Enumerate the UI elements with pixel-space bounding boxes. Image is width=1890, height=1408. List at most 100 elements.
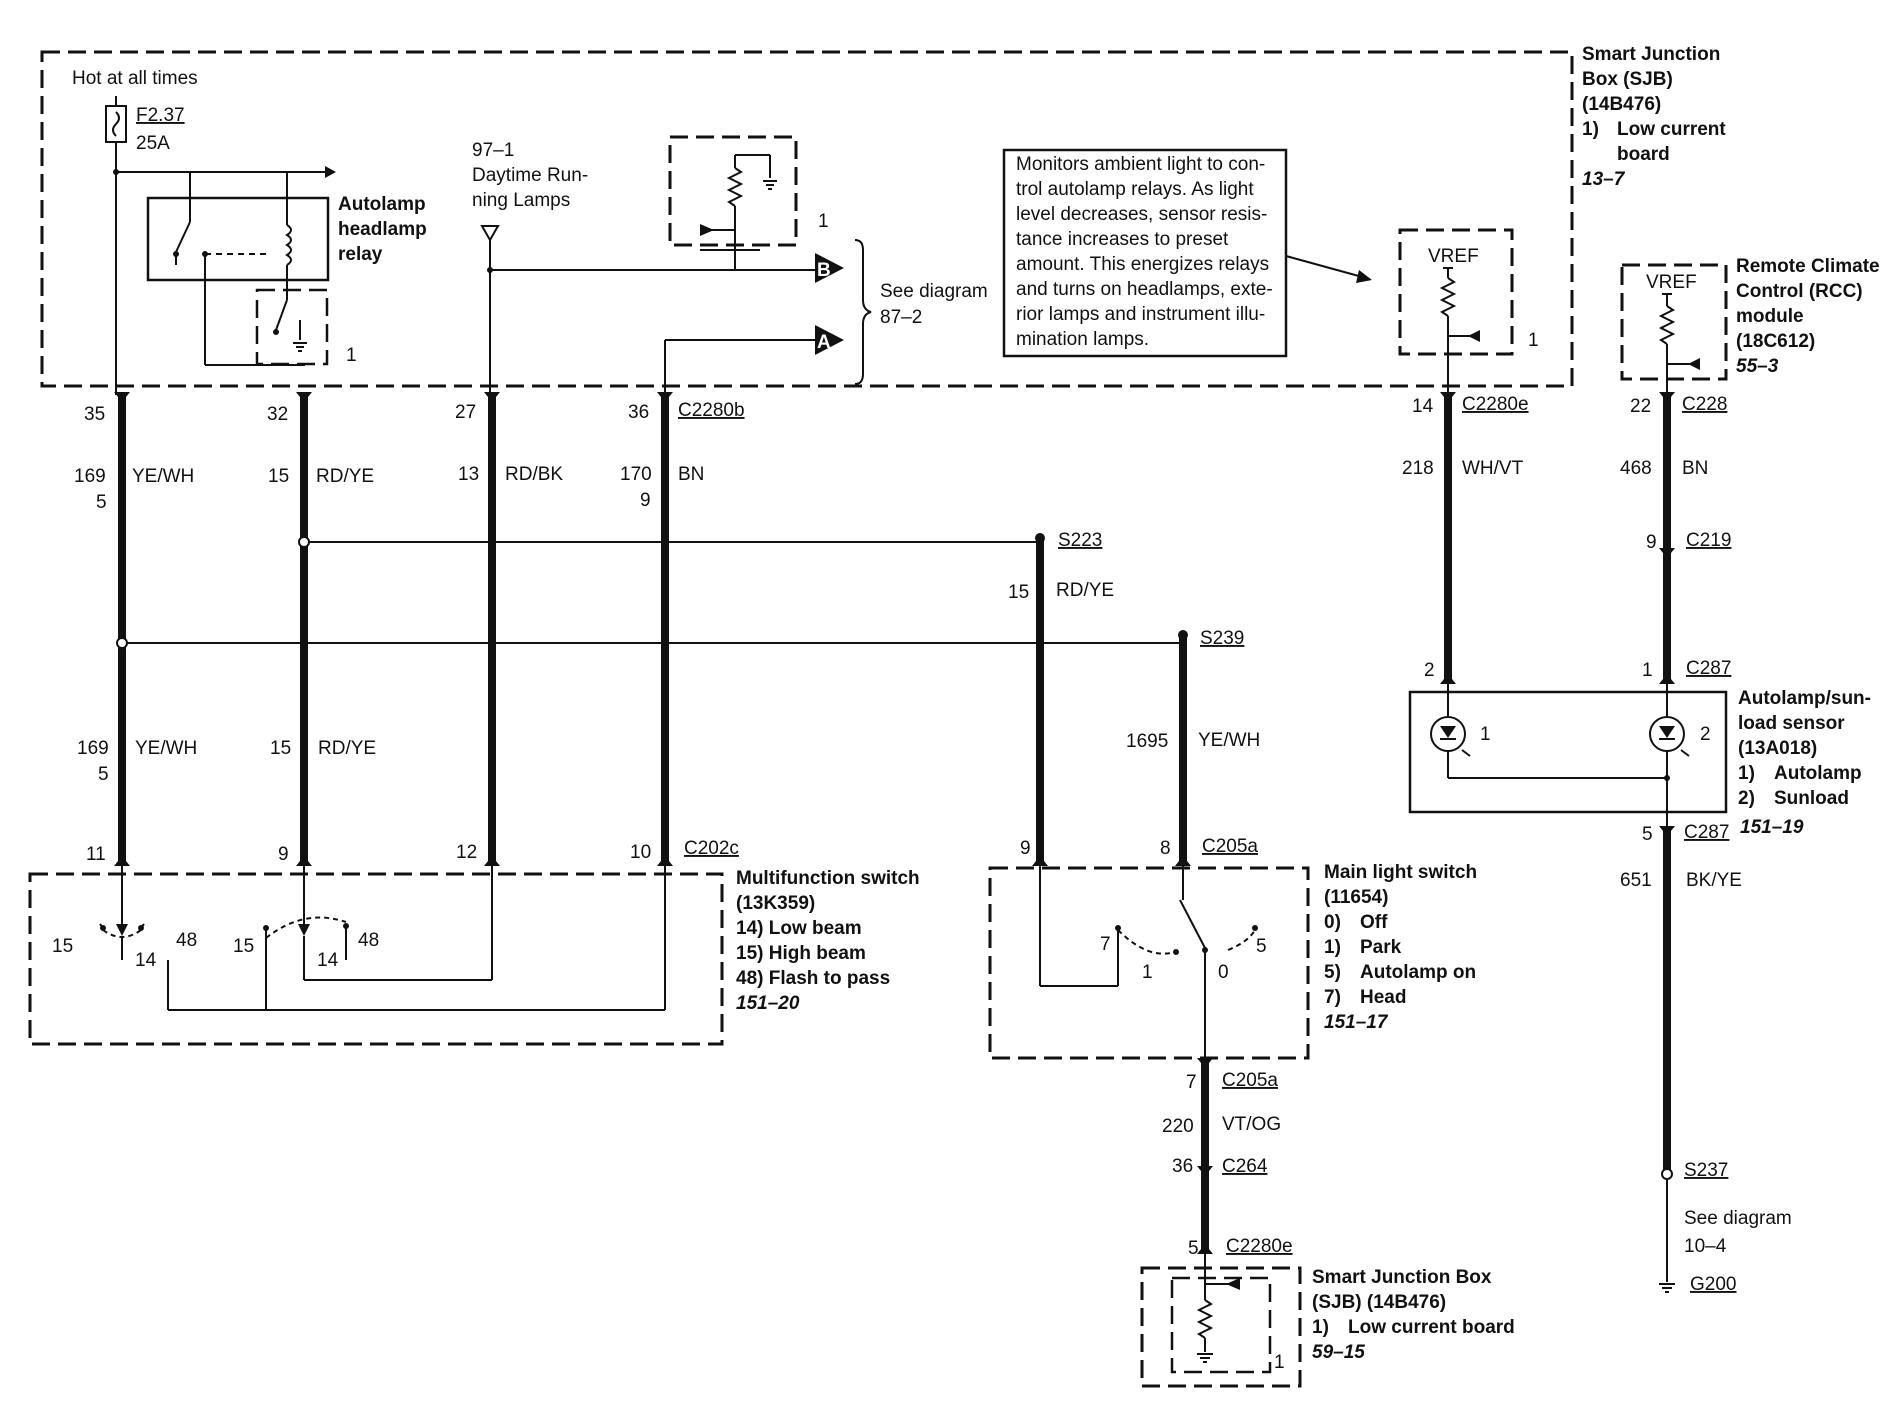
pin-35: 35 — [84, 404, 105, 425]
circuit-220: 220 — [1162, 1116, 1194, 1137]
svg-text:1): 1) — [1738, 763, 1755, 784]
svg-text:(14B476): (14B476) — [1582, 94, 1661, 115]
svg-text:Low current: Low current — [1617, 119, 1726, 140]
see-diagram-10-4-a: See diagram — [1684, 1208, 1792, 1229]
circuit-651: 651 — [1620, 870, 1652, 891]
mls-pin-left: 9 — [1020, 838, 1031, 859]
sensor-pin-left: 2 — [1424, 660, 1435, 681]
splice-s239: S239 — [1200, 628, 1244, 649]
mf-pos-14a: 14 — [135, 950, 157, 971]
resistor-icon — [1439, 277, 1457, 317]
mls-pos-1: 1 — [1142, 962, 1153, 983]
color-yewh-low: YE/WH — [135, 738, 197, 759]
c264-pin: 36 — [1172, 1156, 1193, 1177]
mls-out-pin: 7 — [1186, 1072, 1197, 1093]
mf-pos-15a: 15 — [52, 936, 73, 957]
sensor-right-pin: 22 — [1630, 396, 1651, 417]
sjb-bottom-title: Smart Junction Box (SJB) (14B476) 1) Low… — [1312, 1267, 1515, 1363]
sjb-top-box — [40, 50, 1574, 388]
sjb-bottom-pin: 1 — [1274, 1352, 1285, 1373]
fuse-id: F2.37 — [136, 105, 185, 126]
circuit-169-low-sub: 5 — [98, 764, 109, 785]
sjb-bottom-inner — [1170, 1276, 1272, 1374]
pin-27: 27 — [455, 402, 476, 423]
svg-text:1): 1) — [1312, 1317, 1329, 1338]
photodiode-icon — [1649, 716, 1690, 757]
color-bn-right: BN — [1682, 458, 1708, 479]
svg-text:load sensor: load sensor — [1738, 713, 1845, 734]
sjb-top-title: Smart Junction Box (SJB) (14B476) 1) Low… — [1582, 44, 1726, 190]
relay-label-3: relay — [338, 244, 383, 265]
svg-text:Monitors ambient light to con-: Monitors ambient light to con- — [1016, 154, 1265, 175]
svg-text:trol autolamp relays. As light: trol autolamp relays. As light — [1016, 179, 1254, 200]
multifunction-switch-box — [28, 872, 724, 1046]
svg-text:59–15: 59–15 — [1312, 1342, 1365, 1363]
circuit-box — [668, 135, 798, 247]
color-whvt: WH/VT — [1462, 458, 1524, 479]
ground-icon — [763, 180, 777, 190]
fuse-rating: 25A — [136, 133, 170, 154]
circuit-218: 218 — [1402, 458, 1434, 479]
connector-a: A — [815, 325, 844, 355]
sjb-bottom-box — [1140, 1266, 1302, 1388]
sensor-box — [1408, 690, 1728, 814]
s239-color: YE/WH — [1198, 730, 1260, 751]
diode-1: 1 — [1480, 724, 1491, 745]
svg-text:(11654): (11654) — [1324, 887, 1388, 908]
svg-text:Control (RCC): Control (RCC) — [1736, 281, 1863, 302]
svg-text:5): 5) — [1324, 962, 1341, 983]
vref-box-sjb — [1398, 228, 1514, 356]
conn-c219: C219 — [1686, 530, 1731, 551]
conn-c2280e-bottom: C2280e — [1226, 1236, 1293, 1257]
hot-label: Hot at all times — [72, 68, 198, 89]
sjb-pin-5: 5 — [1188, 1238, 1199, 1259]
svg-text:Autolamp on: Autolamp on — [1360, 962, 1476, 983]
relay-pin: 1 — [346, 345, 357, 366]
svg-text:amount. This energizes relays: amount. This energizes relays — [1016, 254, 1269, 275]
rcc-vref: VREF — [1646, 272, 1697, 293]
svg-text:(13K359): (13K359) — [736, 893, 815, 914]
sensor-right-conn: C228 — [1682, 394, 1727, 415]
resistor-icon — [1196, 1299, 1214, 1339]
drl-ref: 97–1 — [472, 140, 514, 161]
main-light-switch-box — [988, 866, 1310, 1060]
svg-text:Smart Junction: Smart Junction — [1582, 44, 1720, 65]
color-vtog: VT/OG — [1222, 1114, 1281, 1135]
svg-text:13–7: 13–7 — [1582, 169, 1626, 190]
svg-text:board: board — [1617, 144, 1670, 165]
svg-text:151–20: 151–20 — [736, 993, 800, 1014]
resistor-icon — [726, 167, 744, 207]
ground-conn: C287 — [1684, 822, 1729, 843]
ground-g200: G200 — [1690, 1274, 1736, 1295]
mf-pos-48b: 48 — [358, 930, 379, 951]
circuit-13: 13 — [458, 464, 479, 485]
mls-pos-7: 7 — [1100, 934, 1111, 955]
circuit-169-sub: 5 — [96, 492, 107, 513]
diode-2: 2 — [1700, 724, 1711, 745]
mls-pin-right: 8 — [1160, 838, 1171, 859]
photodiode-icon — [1430, 716, 1471, 757]
main-light-switch-title: Main light switch (11654) 0) Off 1) Park… — [1324, 862, 1477, 1033]
svg-text:55–3: 55–3 — [1736, 356, 1779, 377]
svg-text:rior lamps and instrument illu: rior lamps and instrument illu- — [1016, 304, 1265, 325]
circuit-169: 169 — [74, 466, 106, 487]
svg-text:(18C612): (18C612) — [1736, 331, 1815, 352]
c219-pin: 9 — [1646, 532, 1657, 553]
svg-text:151–17: 151–17 — [1324, 1012, 1389, 1033]
relay-label-2: headlamp — [338, 219, 427, 240]
svg-text:Low current board: Low current board — [1348, 1317, 1515, 1338]
arrow-icon — [1356, 270, 1372, 283]
sensor-left-conn: C2280e — [1462, 394, 1529, 415]
s223-color: RD/YE — [1056, 580, 1114, 601]
svg-text:48) Flash to pass: 48) Flash to pass — [736, 968, 890, 989]
svg-text:Park: Park — [1360, 937, 1402, 958]
connector-b: B — [815, 253, 844, 283]
svg-text:15) High beam: 15) High beam — [736, 943, 866, 964]
circuit-pin: 1 — [818, 211, 829, 232]
svg-text:A: A — [817, 332, 831, 353]
note-text: Monitors ambient light to con- trol auto… — [1016, 154, 1273, 350]
arrow-down-icon — [480, 225, 500, 243]
svg-text:Autolamp/sun-: Autolamp/sun- — [1738, 688, 1871, 709]
mf-pos-15b: 15 — [233, 936, 254, 957]
drl-label-2: ning Lamps — [472, 190, 570, 211]
